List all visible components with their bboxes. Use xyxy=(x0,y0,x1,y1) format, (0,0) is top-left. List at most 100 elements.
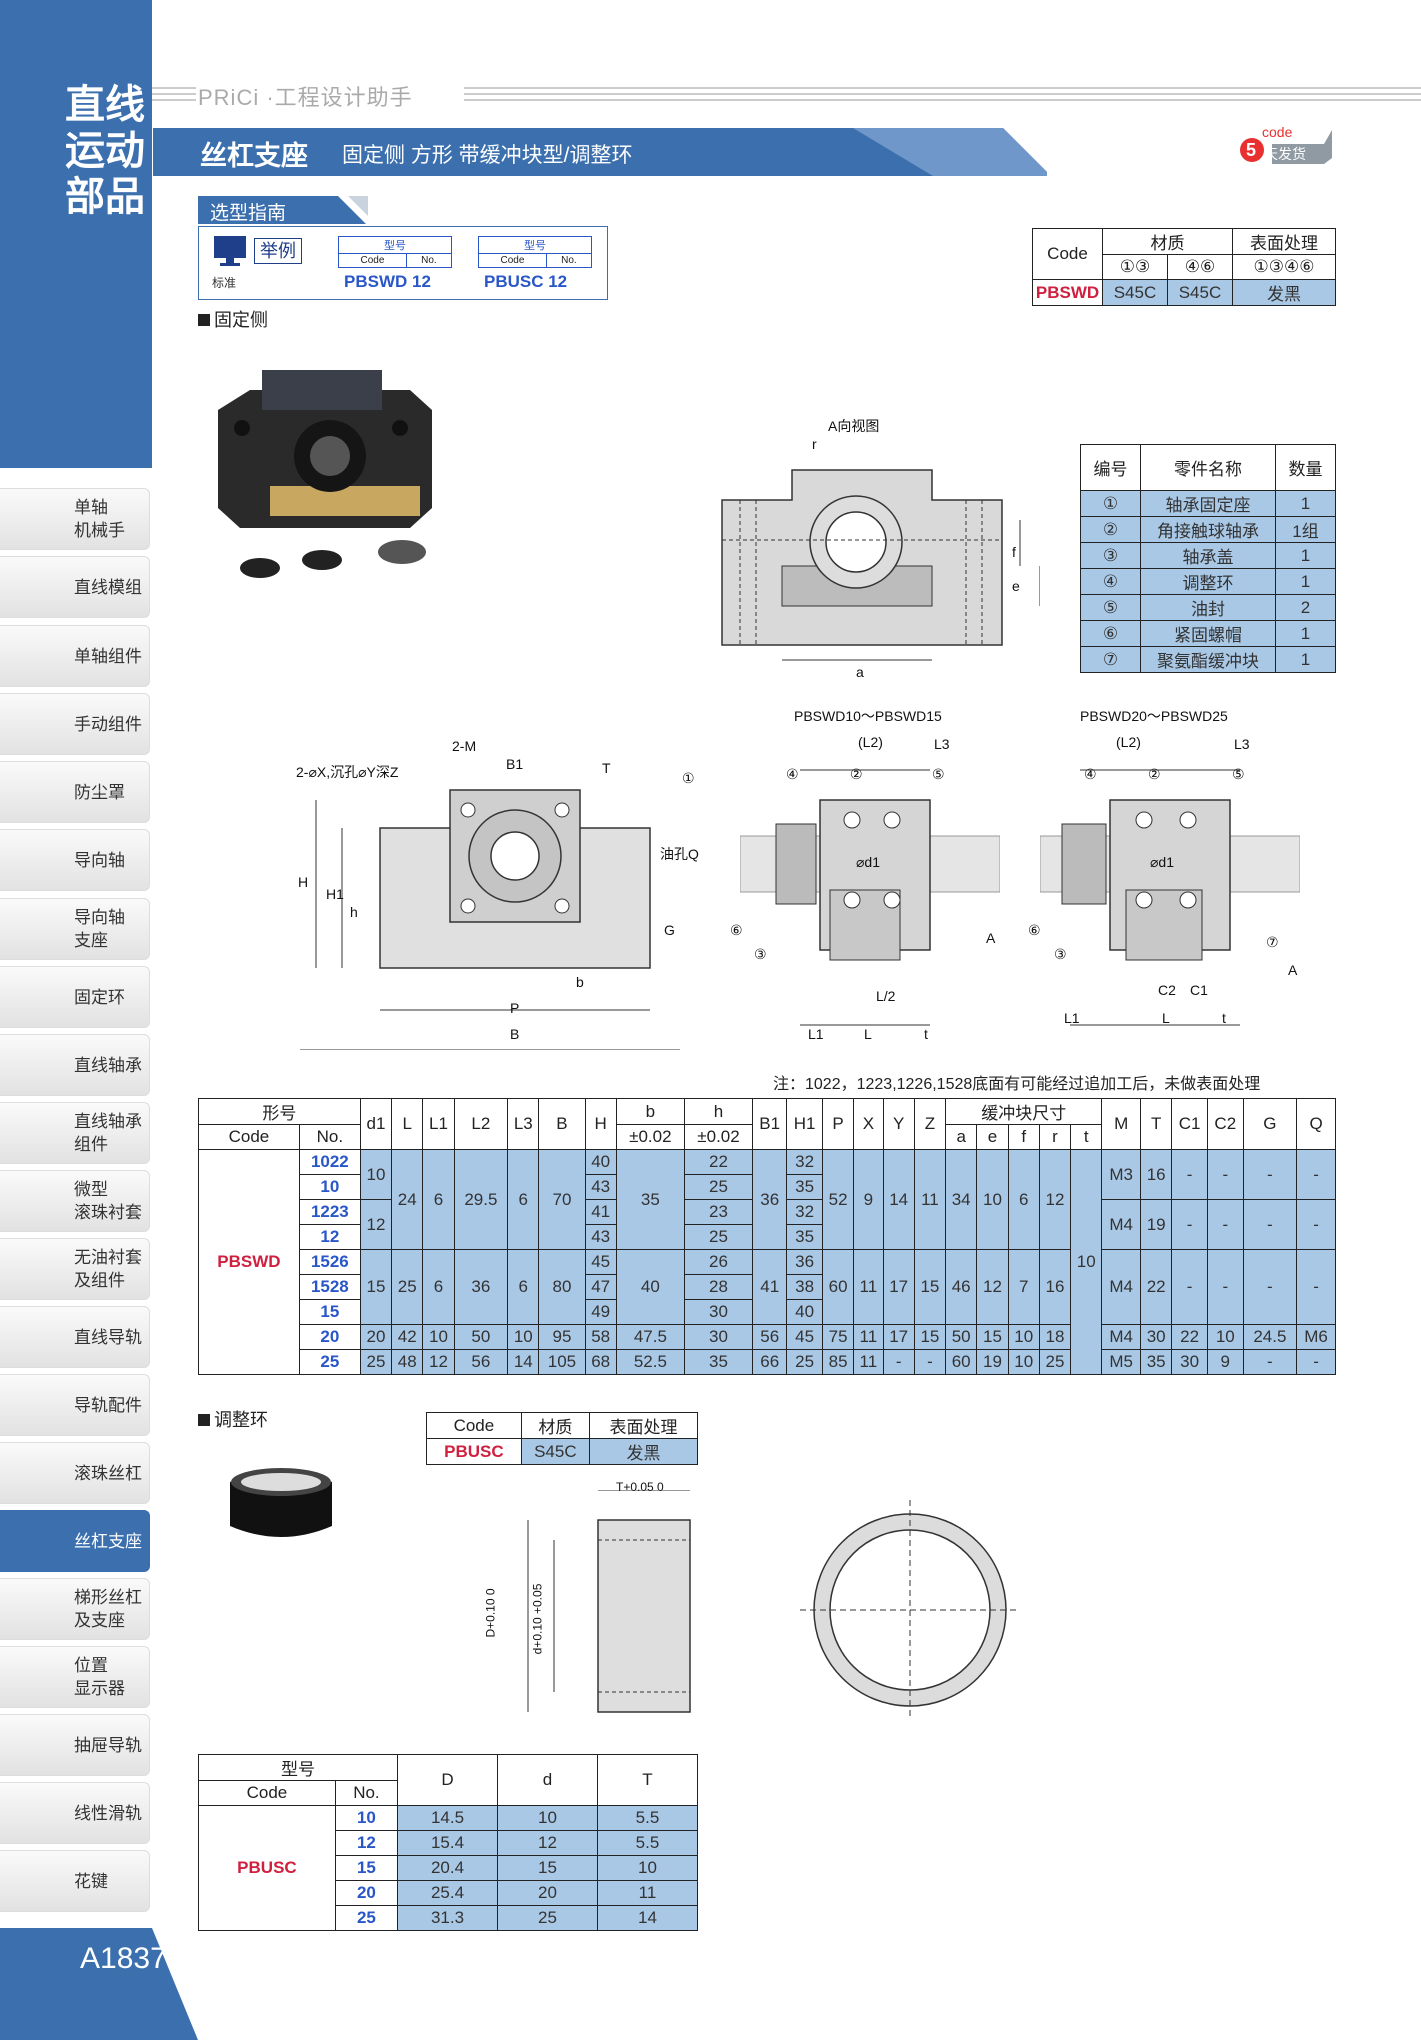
parts-cell: ② xyxy=(1080,516,1141,543)
mt-cell: - xyxy=(1206,1249,1244,1325)
sidebar-item-5[interactable]: 导向轴 xyxy=(0,829,150,891)
sidebar-item-20[interactable]: 花键 xyxy=(0,1850,150,1912)
sidebar-item-4[interactable]: 防尘罩 xyxy=(0,761,150,823)
lbl-x: 2-⌀X,沉孔⌀Y深Z xyxy=(296,764,399,780)
mt-cell: 25 xyxy=(786,1349,823,1375)
lbl-a-view: A向视图 xyxy=(828,418,880,434)
rt-head-code: Code xyxy=(198,1780,336,1806)
sidebar-item-17[interactable]: 位置 显示器 xyxy=(0,1646,150,1708)
lbl-n4-a: ④ xyxy=(786,766,799,782)
mt-cell: 66 xyxy=(752,1349,788,1375)
rt-cell: 20.4 xyxy=(397,1855,498,1881)
parts-cell: ⑥ xyxy=(1080,620,1141,647)
mt-code: PBSWD xyxy=(198,1149,300,1375)
sidebar-item-15[interactable]: 丝杠支座 xyxy=(0,1510,150,1572)
mt-cell: 18 xyxy=(1038,1324,1072,1350)
parts-cell: ① xyxy=(1080,490,1141,517)
sidebar-item-8[interactable]: 直线轴承 xyxy=(0,1034,150,1096)
mt-head2: a xyxy=(945,1124,978,1150)
mt-no: 10 xyxy=(298,1174,361,1200)
mt-cell: 30 xyxy=(683,1299,754,1325)
parts-cell: 1 xyxy=(1275,542,1336,569)
mt-m1: ①③ xyxy=(1102,254,1168,280)
rt-head-D: D xyxy=(397,1754,498,1806)
lbl-A-a: A xyxy=(986,930,996,946)
sidebar-category-panel xyxy=(0,0,152,468)
lbl-range1: PBSWD10～PBSWD15 xyxy=(794,708,942,724)
mt-cell: 19 xyxy=(976,1349,1009,1375)
mt-cell: 60 xyxy=(821,1249,855,1325)
mt-head: B xyxy=(538,1098,586,1150)
sidebar-item-18[interactable]: 抽屉导轨 xyxy=(0,1714,150,1776)
mt-no: 1223 xyxy=(298,1199,361,1225)
guide-standard: 标准 xyxy=(212,276,237,290)
mt-cell: 16 xyxy=(1038,1249,1072,1325)
rt-head: 型号 xyxy=(198,1754,398,1781)
mt-no: 20 xyxy=(298,1324,361,1350)
mt-cell: 30 xyxy=(683,1324,754,1350)
mt-cell: - xyxy=(1206,1199,1244,1250)
sidebar-item-19[interactable]: 线性滑轨 xyxy=(0,1782,150,1844)
mt-head: d1 xyxy=(359,1098,393,1150)
mt-cell: 23 xyxy=(683,1199,754,1225)
sidebar-item-0[interactable]: 单轴 机械手 xyxy=(0,488,150,550)
sidebar-item-11[interactable]: 无油衬套 及组件 xyxy=(0,1238,150,1300)
mt-cell: 6 xyxy=(422,1149,455,1250)
sidebar-item-7[interactable]: 固定环 xyxy=(0,966,150,1028)
lbl-e: e xyxy=(1012,578,1020,594)
mt-material-head: 材质 xyxy=(1102,228,1233,255)
mt-cell: 10 xyxy=(507,1324,540,1350)
rm-material-head: 材质 xyxy=(520,1412,590,1439)
mt-cell: - xyxy=(1296,1249,1336,1325)
mt-cell: 35 xyxy=(683,1349,754,1375)
parts-cell: 调整环 xyxy=(1140,568,1276,595)
sidebar-item-2[interactable]: 单轴组件 xyxy=(0,625,150,687)
sidebar-item-16[interactable]: 梯形丝杠 及支座 xyxy=(0,1578,150,1640)
parts-cell: 轴承固定座 xyxy=(1140,490,1276,517)
lbl-L2-b: (L2) xyxy=(1116,734,1141,750)
lbl-range2: PBSWD20～PBSWD25 xyxy=(1080,708,1228,724)
mt-m2: ④⑥ xyxy=(1166,254,1233,280)
mt-head: M xyxy=(1101,1098,1142,1150)
mt-head: C2 xyxy=(1206,1098,1244,1150)
rt-cell: 5.5 xyxy=(597,1830,698,1856)
mt-cell: 16 xyxy=(1140,1149,1173,1200)
sidebar-item-12[interactable]: 直线导轨 xyxy=(0,1306,150,1368)
mt-cell: 11 xyxy=(853,1249,884,1325)
sidebar-item-10[interactable]: 微型 滚珠衬套 xyxy=(0,1170,150,1232)
mt-cell: 29.5 xyxy=(453,1149,509,1250)
guide2-code: Code xyxy=(478,253,547,268)
mt-head: H1 xyxy=(786,1098,823,1150)
mt-cell: 24 xyxy=(391,1149,424,1250)
guide1-no: No. xyxy=(405,253,453,268)
mt-head: P xyxy=(821,1098,855,1150)
sidebar-item-14[interactable]: 滚珠丝杠 xyxy=(0,1442,150,1504)
sidebar-item-9[interactable]: 直线轴承 组件 xyxy=(0,1102,150,1164)
parts-head-no: 编号 xyxy=(1080,444,1141,491)
sidebar-item-13[interactable]: 导轨配件 xyxy=(0,1374,150,1436)
rt-cell: 5.5 xyxy=(597,1805,698,1831)
lbl-d1-a: ⌀d1 xyxy=(856,854,881,870)
mt-cell: 25 xyxy=(391,1249,424,1325)
sidebar-item-1[interactable]: 直线模组 xyxy=(0,556,150,618)
guide-label: 选型指南 xyxy=(210,203,287,224)
mt-cell: - xyxy=(1242,1149,1298,1200)
mt-cell: 42 xyxy=(391,1324,424,1350)
mt-head: B1 xyxy=(752,1098,788,1150)
parts-cell: 聚氨酯缓冲块 xyxy=(1140,646,1276,673)
mt-cell: - xyxy=(882,1349,915,1375)
badge-code: code xyxy=(1262,124,1293,140)
sidebar-item-3[interactable]: 手动组件 xyxy=(0,693,150,755)
guide2-value: PBUSC 12 xyxy=(484,272,568,291)
sidebar-item-6[interactable]: 导向轴 支座 xyxy=(0,898,150,960)
ring-front-drawing xyxy=(800,1500,1020,1720)
mt-cell: M6 xyxy=(1296,1324,1336,1350)
mt-cell: 35 xyxy=(615,1149,685,1250)
mt-cell: 47.5 xyxy=(615,1324,685,1350)
mt-head: L xyxy=(391,1098,424,1150)
lbl-L-a: L xyxy=(864,1026,872,1042)
mt-cell: - xyxy=(1242,1249,1298,1325)
rt-cell: 12 xyxy=(497,1830,598,1856)
